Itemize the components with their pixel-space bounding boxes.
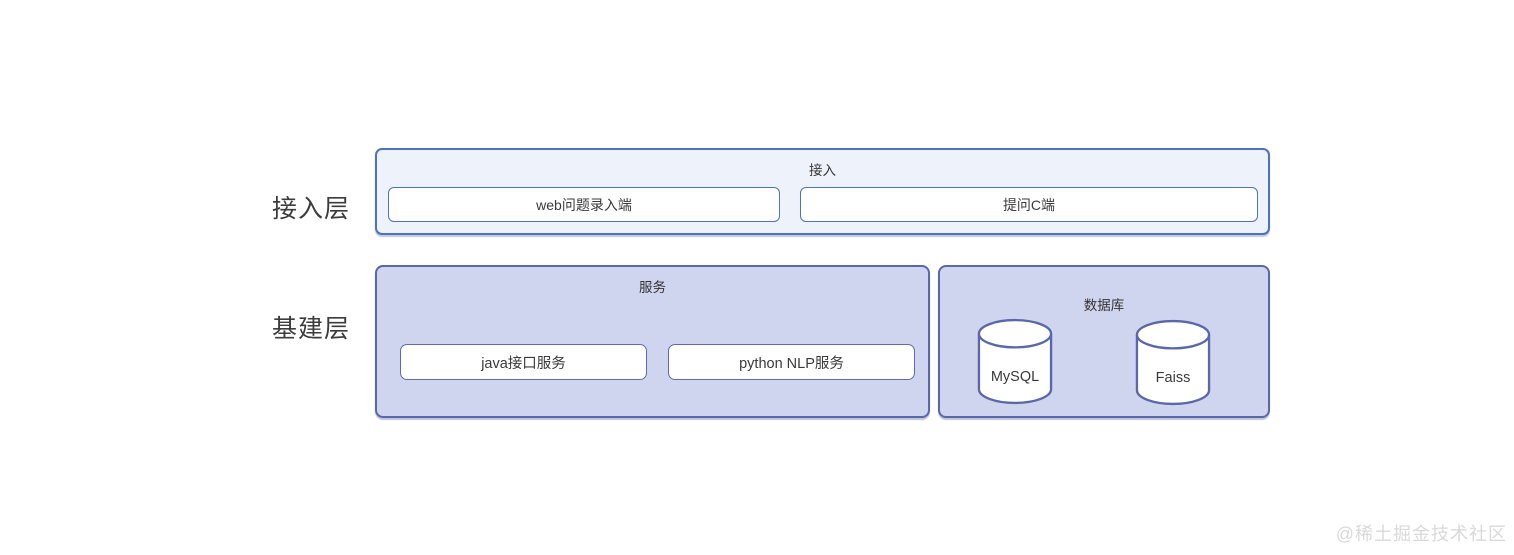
group-box-database: 数据库 MySQL Faiss — [938, 265, 1270, 418]
database-cylinder-icon — [1135, 318, 1211, 408]
layer-label-access: 接入层 — [272, 195, 351, 223]
watermark: @稀土掘金技术社区 — [1335, 524, 1507, 544]
node-python-nlp-service: python NLP服务 — [668, 344, 915, 380]
database-cylinder-icon — [977, 317, 1053, 407]
group-title-service: 服务 — [639, 280, 666, 295]
cylinder-mysql-label: MySQL — [990, 369, 1040, 385]
cylinder-faiss-label: Faiss — [1155, 370, 1191, 386]
layer-label-infra: 基建层 — [272, 315, 351, 343]
group-title-access: 接入 — [809, 163, 836, 178]
node-java-api-service: java接口服务 — [400, 344, 647, 380]
group-box-service: 服务 java接口服务 python NLP服务 — [375, 265, 930, 418]
group-title-database: 数据库 — [1083, 298, 1125, 313]
cylinder-faiss: Faiss — [1135, 318, 1211, 408]
cylinder-mysql: MySQL — [977, 317, 1053, 407]
group-box-access: 接入 web问题录入端 提问C端 — [375, 148, 1270, 235]
node-ask-c-client: 提问C端 — [800, 187, 1258, 222]
node-web-question-entry: web问题录入端 — [388, 187, 780, 222]
